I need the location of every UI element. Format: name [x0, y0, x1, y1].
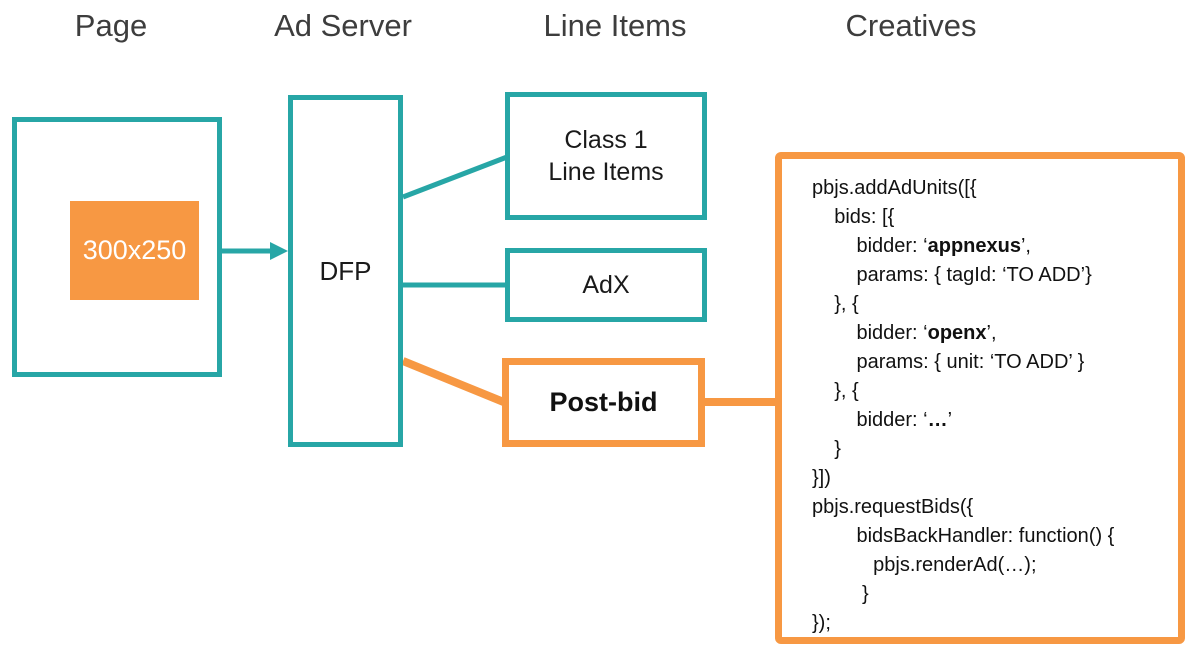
code-line: params: { tagId: ‘TO ADD’} — [812, 264, 1092, 286]
code-line: pbjs.renderAd(…); — [812, 554, 1037, 576]
code-line: pbjs.addAdUnits([{ — [812, 177, 977, 199]
creatives-box — [775, 152, 1185, 644]
code-line: }]) — [812, 467, 831, 489]
code-line: bidsBackHandler: function() { — [812, 525, 1115, 547]
postbid-box: Post-bid — [502, 358, 705, 447]
code-line: params: { unit: ‘TO ADD’ } — [812, 351, 1085, 373]
code-line: bidder: ‘openx’, — [812, 322, 997, 344]
creatives-code: pbjs.addAdUnits([{ bids: [{ bidder: ‘app… — [812, 174, 1114, 638]
column-header-ad-server: Ad Server — [274, 8, 412, 43]
code-line: bidder: ‘appnexus’, — [812, 235, 1031, 257]
class1-line-items-label: Class 1 Line Items — [548, 124, 663, 188]
code-line: bidder: ‘…’ — [812, 409, 953, 431]
ad-slot-box: 300x250 — [70, 201, 199, 300]
code-line: }, { — [812, 293, 859, 315]
dfp-box: DFP — [288, 95, 403, 447]
dfp-label: DFP — [319, 255, 372, 286]
adslot-to-dfp-arrowhead — [270, 242, 288, 260]
adx-box: AdX — [505, 248, 707, 322]
code-line: } — [812, 438, 841, 460]
postbid-label: Post-bid — [549, 387, 658, 417]
class1-line-items-box: Class 1 Line Items — [505, 92, 707, 220]
ad-slot-label: 300x250 — [82, 235, 187, 265]
code-line: }, { — [812, 380, 859, 402]
column-header-page: Page — [74, 8, 148, 43]
code-line: } — [812, 583, 869, 605]
class1-label-line2: Line Items — [548, 158, 664, 186]
adx-label: AdX — [582, 270, 630, 299]
class1-label-line1: Class 1 — [564, 126, 648, 154]
column-header-creatives: Creatives — [845, 8, 977, 43]
dfp-to-postbid-connector — [401, 357, 508, 407]
column-header-line-items: Line Items — [543, 8, 687, 43]
code-line: }); — [812, 612, 831, 634]
code-line: bids: [{ — [812, 206, 895, 228]
dfp-to-class1-connector — [402, 154, 508, 200]
code-line: pbjs.requestBids({ — [812, 496, 974, 518]
